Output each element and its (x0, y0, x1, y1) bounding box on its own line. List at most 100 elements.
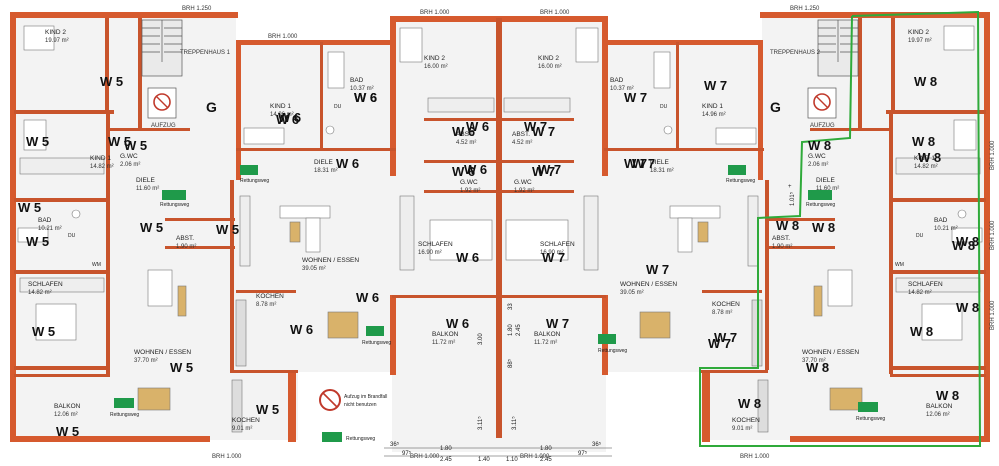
du-label: DU (660, 104, 668, 110)
brh-label: BRH 1.000 (268, 34, 298, 40)
exit-label: Rettungsweg (362, 340, 391, 346)
legend: Aufzug im Brandfall nicht benutzen Rettu… (344, 394, 387, 442)
brh-label: BRH 1.000 (740, 454, 770, 460)
unit-label: W 8 (808, 138, 831, 153)
unit-label: W 8 (918, 150, 941, 165)
exit-label: Rettungsweg (806, 202, 835, 208)
room-area: 14.96 m² (702, 112, 726, 118)
room-area: 14.82 m² (28, 290, 52, 296)
brh-label: BRH 1.000 (212, 454, 242, 460)
room-area: 4.52 m² (456, 140, 476, 146)
room-name: KIND 2 (424, 55, 445, 62)
room-w8-schlafen: SCHLAFEN 14.82 m² W 8 (908, 281, 979, 315)
dim-label: 2.45 (540, 457, 552, 463)
room-name: DIELE (314, 159, 333, 166)
room-area: 1.90 m² (772, 244, 792, 250)
room-w5-abst: ABST.1.90 m²W 5 (176, 222, 239, 250)
room-name: ABST. (176, 235, 194, 242)
unit-label: W 7 (646, 262, 669, 277)
elevator-right (807, 87, 837, 119)
unit-label: W 5 (32, 324, 55, 339)
unit-label: W 6 (356, 290, 379, 305)
exit-sign-labels: Rettungsweg Rettungsweg Rettungsweg Rett… (110, 178, 885, 422)
dim-label: 1.01⁵ (789, 191, 796, 206)
dim-label: 33 (508, 303, 514, 310)
unit-label: W 7 (538, 162, 561, 177)
unit-label: W 6 (464, 162, 487, 177)
room-name: BAD (350, 77, 364, 84)
exit-label: Rettungsweg (856, 416, 885, 422)
room-w5-kind2: KIND 219.97 m²W 5 (45, 29, 123, 89)
room-name: KIND 1 (270, 103, 291, 110)
unit-label: W 7 (546, 316, 569, 331)
room-area: 1.92 m² (460, 188, 480, 194)
room-w8-kind1: KIND 114.82 m²W 8 (912, 134, 938, 170)
brh-label: BRH 1.250 (182, 6, 212, 12)
unit-label: W 8 (776, 218, 799, 233)
room-w8-abst: ABST.1.90 m²W 8 (772, 218, 799, 250)
room-name: BAD (934, 217, 948, 224)
unit-label: W 8 (956, 300, 979, 315)
fixture-labels: DU WM DU DU DU WM (68, 104, 924, 268)
room-name: WOHNEN / ESSEN (802, 349, 859, 356)
dim-label: 2.45 (440, 457, 452, 463)
unit-label: W 6 (336, 156, 359, 171)
room-w8-gwc: G.WC2.06 m²W 8 (808, 138, 831, 168)
dim-label: 3.11⁵ (477, 416, 484, 430)
room-name: G.WC (120, 153, 138, 160)
room-area: 1.92 m² (514, 188, 534, 194)
unit-label: W 5 (100, 74, 123, 89)
room-w7-kind2: KIND 216.00 m² (538, 55, 562, 70)
du-label: DU (916, 233, 924, 239)
legend-line1: Aufzug im Brandfall (344, 394, 387, 400)
brh-label: BRH 1.250 (790, 6, 820, 12)
room-w7-abst: ABST.4.52 m²W 7 (512, 119, 547, 146)
room-name: SCHLAFEN (908, 281, 943, 288)
extra-unit-labels: W 5W 5W 6W 6W 6W 6W 7W 7W 7W 7W 8W 8W 8 (26, 90, 975, 351)
unit-label: W 7 (624, 90, 647, 105)
room-area: 9.01 m² (232, 426, 252, 432)
unit-label: W 6 (354, 90, 377, 105)
elevator-label-left: AUFZUG (151, 123, 176, 129)
unit-label: W 5 (170, 360, 193, 375)
unit-label: W 5 (124, 138, 147, 153)
unit-label: W 7 (524, 119, 547, 134)
unit-label: W 5 (108, 134, 131, 149)
room-area: 14.82 m² (908, 290, 932, 296)
brh-label: BRH 1.000 (990, 220, 996, 250)
room-name: DIELE (816, 177, 835, 184)
unit-label: W 8 (738, 396, 761, 411)
unit-label: W 5 (26, 234, 49, 249)
room-name: ABST. (512, 131, 530, 138)
room-area: 14.82 m² (90, 164, 114, 170)
room-name: G.WC (514, 179, 532, 186)
dim-label: 1.40 (478, 457, 490, 463)
dim-label: 1.80 (440, 446, 452, 452)
room-name: SCHLAFEN (418, 241, 453, 248)
du-label: DU (68, 233, 76, 239)
room-name: KOCHEN (732, 417, 760, 424)
room-w7-gwc: G.WC 1.92 m² W 7 (514, 162, 561, 194)
room-name: KIND 2 (908, 29, 929, 36)
room-name: KOCHEN (232, 417, 260, 424)
room-area: 16.90 m² (540, 250, 564, 256)
unit-label: W 7 (532, 124, 555, 139)
room-area: 18.31 m² (650, 168, 674, 174)
room-area: 10.37 m² (610, 86, 634, 92)
room-area: 2.06 m² (120, 162, 140, 168)
unit-label: W 5 (56, 424, 79, 439)
room-area: 16.90 m² (418, 250, 442, 256)
